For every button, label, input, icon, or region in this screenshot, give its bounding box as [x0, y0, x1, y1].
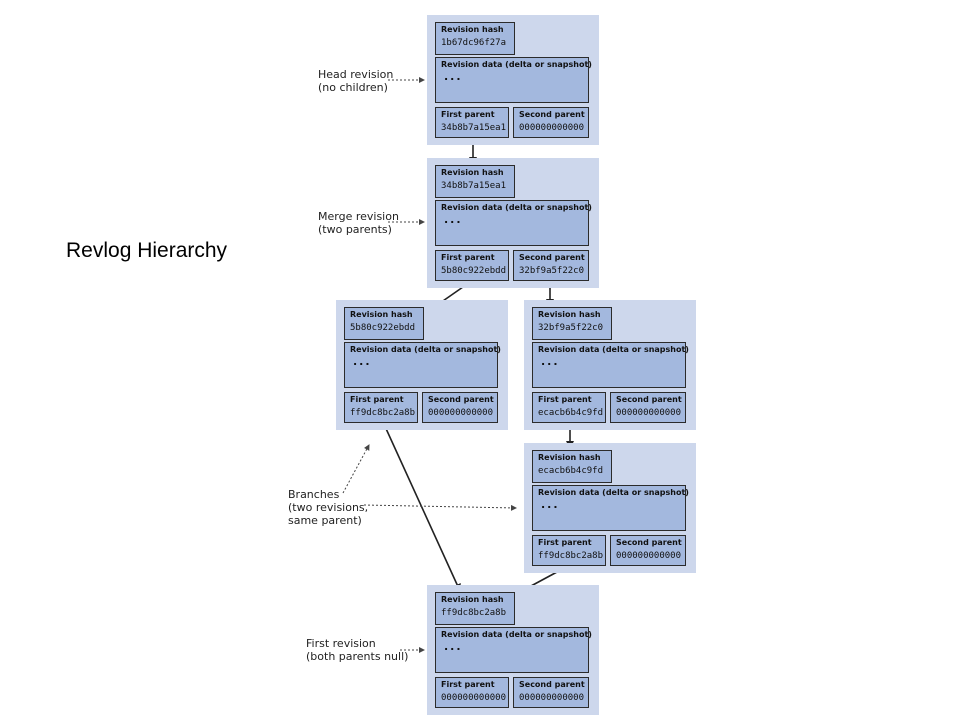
second-parent-value: 000000000000	[616, 408, 682, 418]
revision-block-head: Revision hash 1b67dc96f27a Revision data…	[427, 15, 599, 145]
first-parent-label: First parent	[538, 395, 592, 404]
revision-hash-label: Revision hash	[538, 310, 601, 319]
revision-hash-cell: Revision hash 32bf9a5f22c0	[532, 307, 612, 340]
first-parent-value: ff9dc8bc2a8b	[350, 408, 416, 418]
second-parent-cell: Second parent 000000000000	[610, 392, 686, 423]
first-parent-label: First parent	[441, 110, 495, 119]
revision-block-ecacb: Revision hash ecacb6b4c9fd Revision data…	[524, 443, 696, 573]
first-parent-value: ff9dc8bc2a8b	[538, 551, 604, 561]
annotation-line: (no children)	[318, 81, 388, 94]
revision-data-value: ...	[353, 355, 372, 368]
first-parent-value: ecacb6b4c9fd	[538, 408, 604, 418]
second-parent-cell: Second parent 32bf9a5f22c0	[513, 250, 589, 281]
revision-data-cell: Revision data (delta or snapshot) ...	[532, 342, 689, 388]
revision-data-cell: Revision data (delta or snapshot) ...	[344, 342, 501, 388]
revision-block-branch-left: Revision hash 5b80c922ebdd Revision data…	[336, 300, 508, 430]
slide-title: Revlog Hierarchy	[66, 239, 228, 262]
second-parent-label: Second parent	[428, 395, 494, 404]
revision-hash-label: Revision hash	[441, 25, 504, 34]
first-parent-label: First parent	[441, 680, 495, 689]
first-parent-value: 34b8b7a15ea1	[441, 123, 507, 133]
first-parent-label: First parent	[441, 253, 495, 262]
second-parent-value: 32bf9a5f22c0	[519, 266, 585, 276]
first-parent-cell: First parent 5b80c922ebdd	[435, 250, 509, 281]
second-parent-cell: Second parent 000000000000	[610, 535, 686, 566]
annotation-head-revision: Head revision (no children)	[318, 68, 393, 94]
revision-data-value: ...	[444, 213, 463, 226]
second-parent-label: Second parent	[519, 253, 585, 262]
annotation-line: same parent)	[288, 514, 362, 527]
annotation-line: Merge revision	[318, 210, 399, 223]
revision-hash-label: Revision hash	[538, 453, 601, 462]
second-parent-label: Second parent	[519, 110, 585, 119]
second-parent-label: Second parent	[616, 395, 682, 404]
revision-hash-cell: Revision hash 1b67dc96f27a	[435, 22, 515, 55]
revision-hash-value: 1b67dc96f27a	[441, 38, 507, 48]
pointer-branches-right	[363, 504, 517, 511]
second-parent-cell: Second parent 000000000000	[513, 677, 589, 708]
revision-data-value: ...	[444, 640, 463, 653]
annotation-line: Branches	[288, 488, 340, 501]
revision-data-label: Revision data (delta or snapshot)	[350, 345, 501, 354]
second-parent-value: 000000000000	[519, 123, 585, 133]
revision-data-value: ...	[444, 70, 463, 83]
first-parent-cell: First parent ecacb6b4c9fd	[532, 392, 606, 423]
first-parent-cell: First parent 34b8b7a15ea1	[435, 107, 509, 138]
annotation-line: First revision	[306, 637, 376, 650]
annotation-merge-revision: Merge revision (two parents)	[318, 210, 399, 236]
revision-block-branch-right: Revision hash 32bf9a5f22c0 Revision data…	[524, 300, 696, 430]
revision-hash-cell: Revision hash ff9dc8bc2a8b	[435, 592, 515, 625]
revision-data-cell: Revision data (delta or snapshot) ...	[435, 200, 592, 246]
first-parent-cell: First parent ff9dc8bc2a8b	[344, 392, 418, 423]
revision-hash-cell: Revision hash 34b8b7a15ea1	[435, 165, 515, 198]
second-parent-label: Second parent	[519, 680, 585, 689]
first-parent-cell: First parent 000000000000	[435, 677, 509, 708]
annotation-first-revision: First revision (both parents null)	[306, 637, 408, 663]
revision-data-cell: Revision data (delta or snapshot) ...	[532, 485, 689, 531]
first-parent-value: 5b80c922ebdd	[441, 266, 507, 276]
revision-hash-value: ff9dc8bc2a8b	[441, 608, 507, 618]
arrow-left-to-first	[382, 421, 461, 592]
first-parent-label: First parent	[538, 538, 592, 547]
revision-block-first: Revision hash ff9dc8bc2a8b Revision data…	[427, 585, 599, 715]
revision-hash-label: Revision hash	[441, 168, 504, 177]
annotation-line: (two parents)	[318, 223, 392, 236]
first-parent-cell: First parent ff9dc8bc2a8b	[532, 535, 606, 566]
revision-data-cell: Revision data (delta or snapshot) ...	[435, 627, 592, 673]
second-parent-cell: Second parent 000000000000	[513, 107, 589, 138]
revision-hash-value: 5b80c922ebdd	[350, 323, 416, 333]
revision-data-label: Revision data (delta or snapshot)	[441, 203, 592, 212]
annotation-branches: Branches (two revisions, same parent)	[288, 488, 368, 527]
pointer-branches-left	[342, 444, 370, 494]
revision-data-value: ...	[541, 355, 560, 368]
second-parent-cell: Second parent 000000000000	[422, 392, 498, 423]
revision-data-value: ...	[541, 498, 560, 511]
revision-data-label: Revision data (delta or snapshot)	[538, 345, 689, 354]
revision-hash-value: 32bf9a5f22c0	[538, 323, 604, 333]
revision-hash-value: 34b8b7a15ea1	[441, 181, 507, 191]
second-parent-value: 000000000000	[519, 693, 585, 703]
revision-hash-cell: Revision hash ecacb6b4c9fd	[532, 450, 612, 483]
revision-block-merge: Revision hash 34b8b7a15ea1 Revision data…	[427, 158, 599, 288]
second-parent-value: 000000000000	[616, 551, 682, 561]
annotation-line: Head revision	[318, 68, 394, 81]
revision-hash-value: ecacb6b4c9fd	[538, 466, 604, 476]
annotation-line: (both parents null)	[306, 650, 409, 663]
revision-hash-label: Revision hash	[441, 595, 504, 604]
revision-hash-cell: Revision hash 5b80c922ebdd	[344, 307, 424, 340]
annotation-line: (two revisions,	[288, 501, 369, 514]
revision-data-label: Revision data (delta or snapshot)	[441, 630, 592, 639]
revision-data-label: Revision data (delta or snapshot)	[538, 488, 689, 497]
revision-data-cell: Revision data (delta or snapshot) ...	[435, 57, 592, 103]
second-parent-value: 000000000000	[428, 408, 494, 418]
revision-data-label: Revision data (delta or snapshot)	[441, 60, 592, 69]
revision-hash-label: Revision hash	[350, 310, 413, 319]
first-parent-value: 000000000000	[441, 693, 507, 703]
second-parent-label: Second parent	[616, 538, 682, 547]
first-parent-label: First parent	[350, 395, 404, 404]
